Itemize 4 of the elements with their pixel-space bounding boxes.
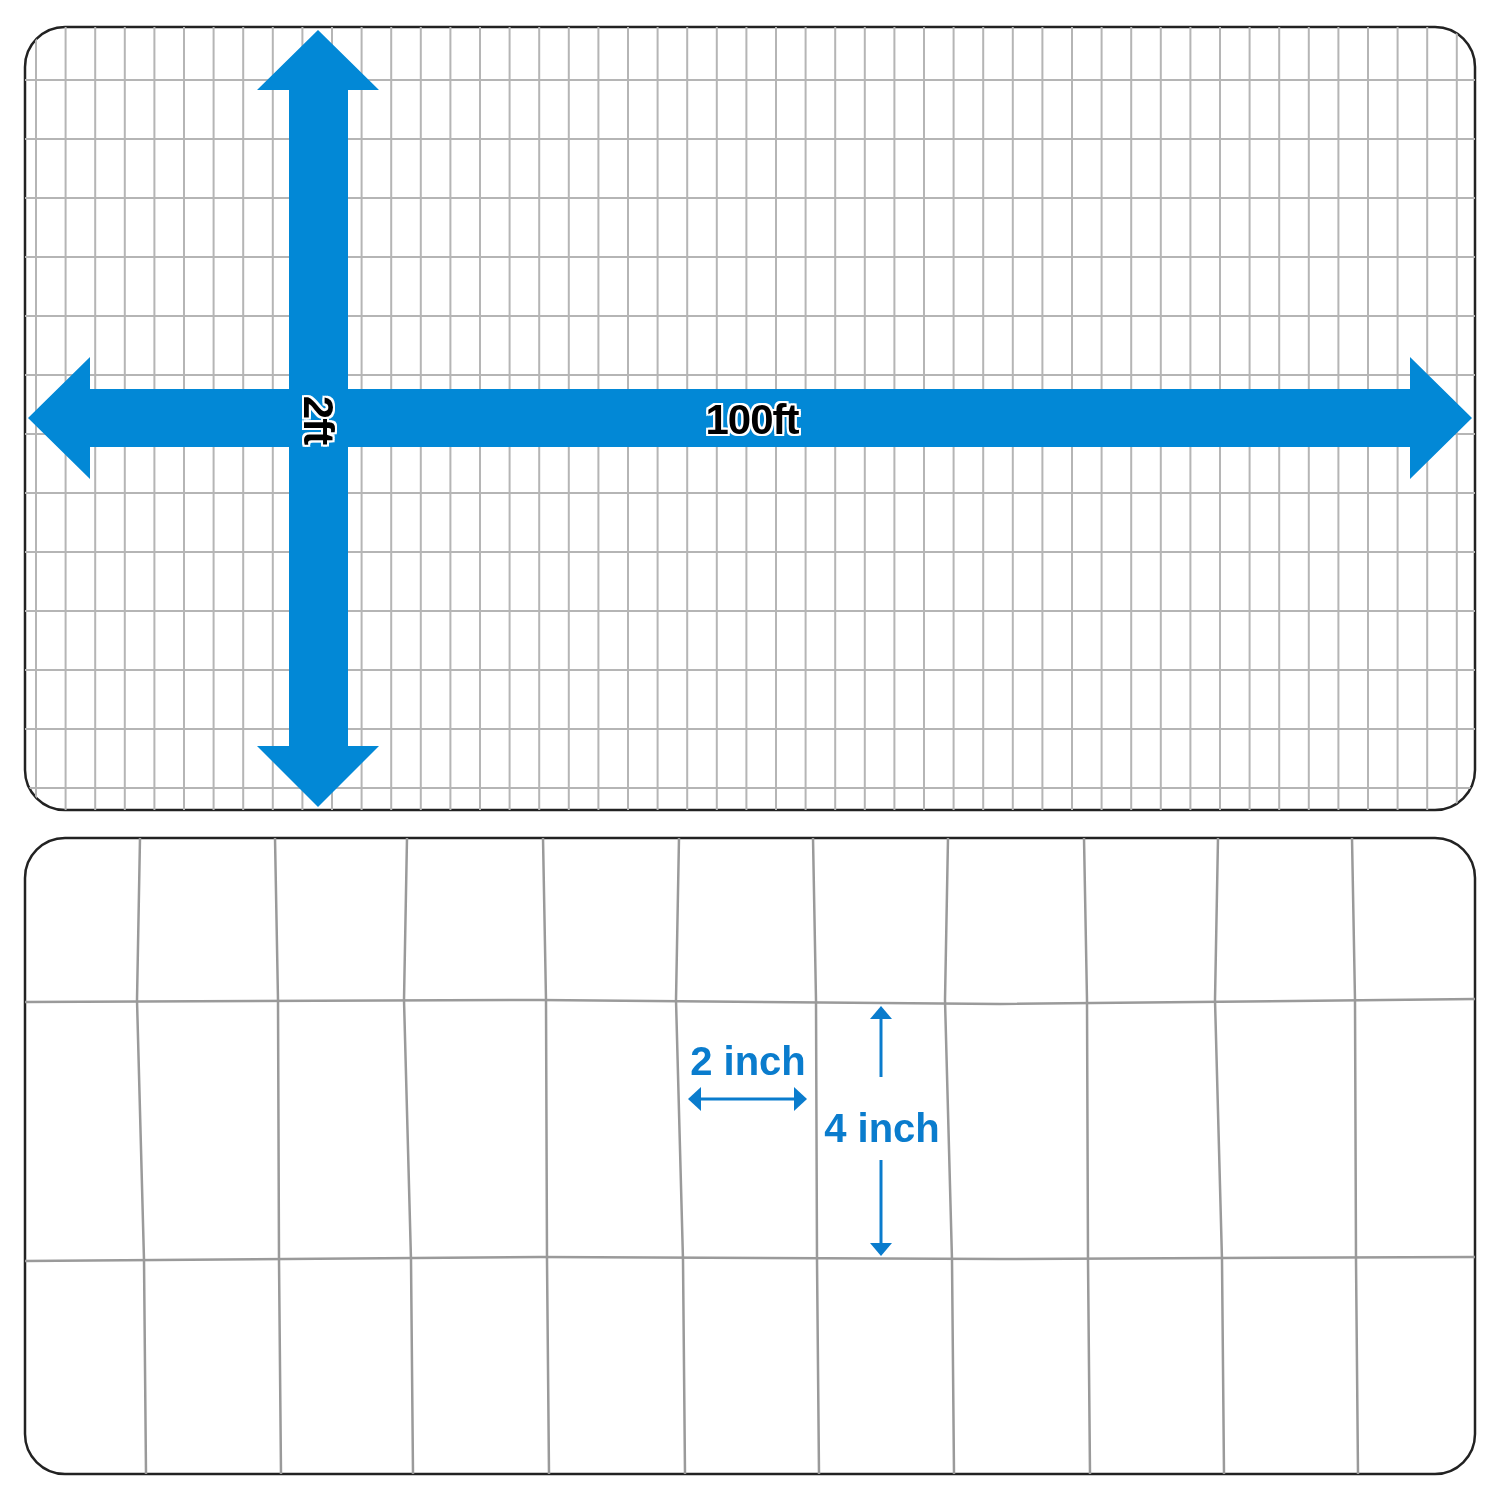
dimension-label: 2 inch — [690, 1041, 806, 1081]
dimension-label: 100ft — [705, 399, 799, 441]
dimension-label: 4 inch — [824, 1108, 940, 1148]
dimension-label: 2ft — [297, 395, 339, 445]
